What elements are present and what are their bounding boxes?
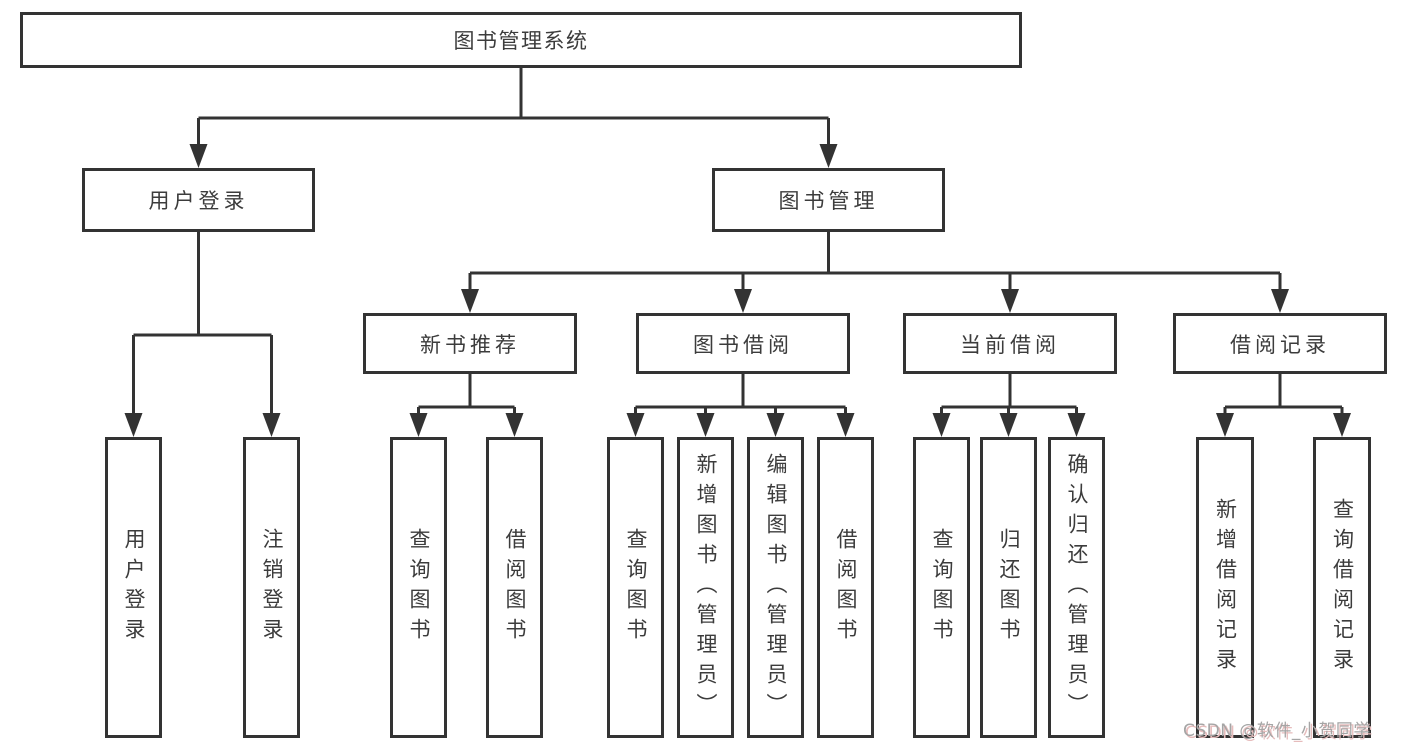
branch-user-login-to-leaves [124,232,281,437]
leaf-add-borrow-record: 新增借阅记录 [1196,437,1254,738]
node-user-login-module: 用户登录 [82,168,315,232]
leaf-query-books-recommend: 查询图书 [390,437,447,738]
branch-new-book-to-leaves [409,374,524,437]
leaf-query-books-current: 查询图书 [913,437,970,738]
node-book-borrow: 图书借阅 [636,313,850,374]
leaf-return-books: 归还图书 [980,437,1037,738]
branch-current-borrow-to-leaves [932,374,1086,437]
node-current-borrow: 当前借阅 [903,313,1117,374]
branch-root-to-level2 [189,68,838,168]
leaf-query-borrow-record: 查询借阅记录 [1313,437,1371,738]
csdn-watermark: CSDN @软件_小贺同学 [1183,721,1371,741]
node-root-system: 图书管理系统 [20,12,1022,68]
leaf-edit-books-admin: 编辑图书（管理员） [747,437,804,738]
leaf-confirm-return-admin: 确认归还（管理员） [1048,437,1105,738]
node-borrow-record: 借阅记录 [1173,313,1387,374]
leaf-borrow-books: 借阅图书 [817,437,874,738]
branch-book-management-to-level3 [461,232,1289,313]
leaf-user-login: 用户登录 [105,437,162,738]
node-book-management-module: 图书管理 [712,168,945,232]
leaf-query-books-borrow: 查询图书 [607,437,664,738]
leaf-borrow-books-recommend: 借阅图书 [486,437,543,738]
leaf-add-books-admin: 新增图书（管理员） [677,437,734,738]
node-new-book-recommend: 新书推荐 [363,313,577,374]
branch-borrow-record-to-leaves [1216,374,1351,437]
leaf-logout: 注销登录 [243,437,300,738]
branch-book-borrow-to-leaves [626,374,855,437]
